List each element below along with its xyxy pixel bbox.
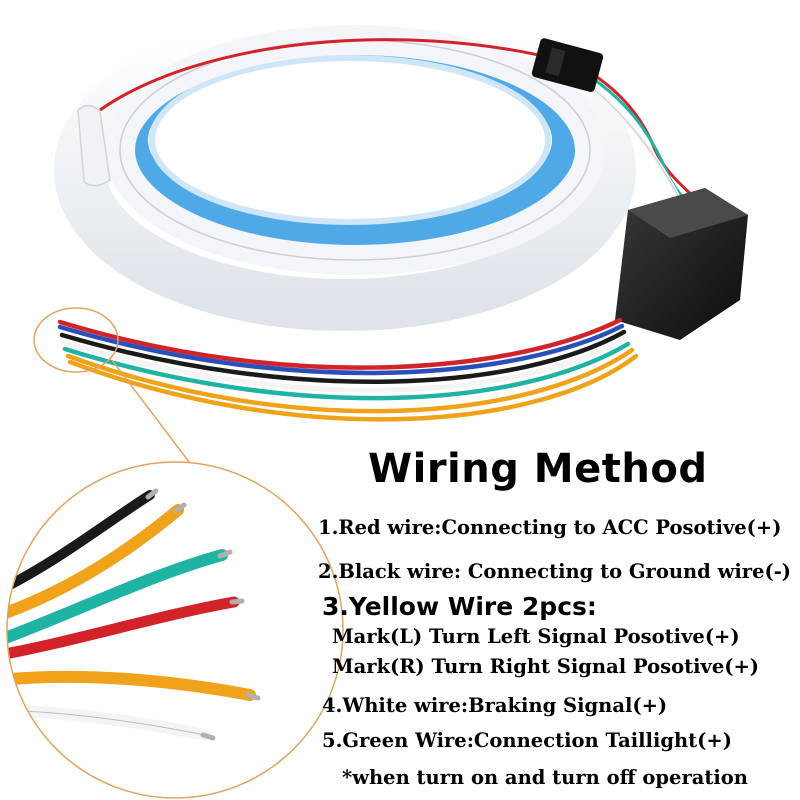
callout-marker xyxy=(33,307,196,471)
instruction-red-wire: 1.Red wire:Connecting to ACC Posotive(+) xyxy=(318,516,782,539)
control-box xyxy=(615,188,748,340)
wiring-method-title: Wiring Method xyxy=(368,446,708,492)
led-strip-coil xyxy=(54,9,636,331)
plug-connector xyxy=(531,38,604,92)
instruction-yellow-wire: 3.Yellow Wire 2pcs: xyxy=(322,592,597,621)
instruction-yellow-left: Mark(L) Turn Left Signal Posotive(+) xyxy=(332,625,740,648)
wire-bundle xyxy=(57,317,639,422)
instruction-black-wire: 2.Black wire: Connecting to Ground wire(… xyxy=(318,560,792,583)
zoom-circle xyxy=(6,461,344,799)
instruction-white-wire: 4.White wire:Braking Signal(+) xyxy=(322,694,668,717)
instruction-note: *when turn on and turn off operation xyxy=(342,766,748,789)
instruction-yellow-right: Mark(R) Turn Right Signal Posotive(+) xyxy=(332,655,760,678)
instruction-green-wire: 5.Green Wire:Connection Taillight(+) xyxy=(322,729,732,752)
